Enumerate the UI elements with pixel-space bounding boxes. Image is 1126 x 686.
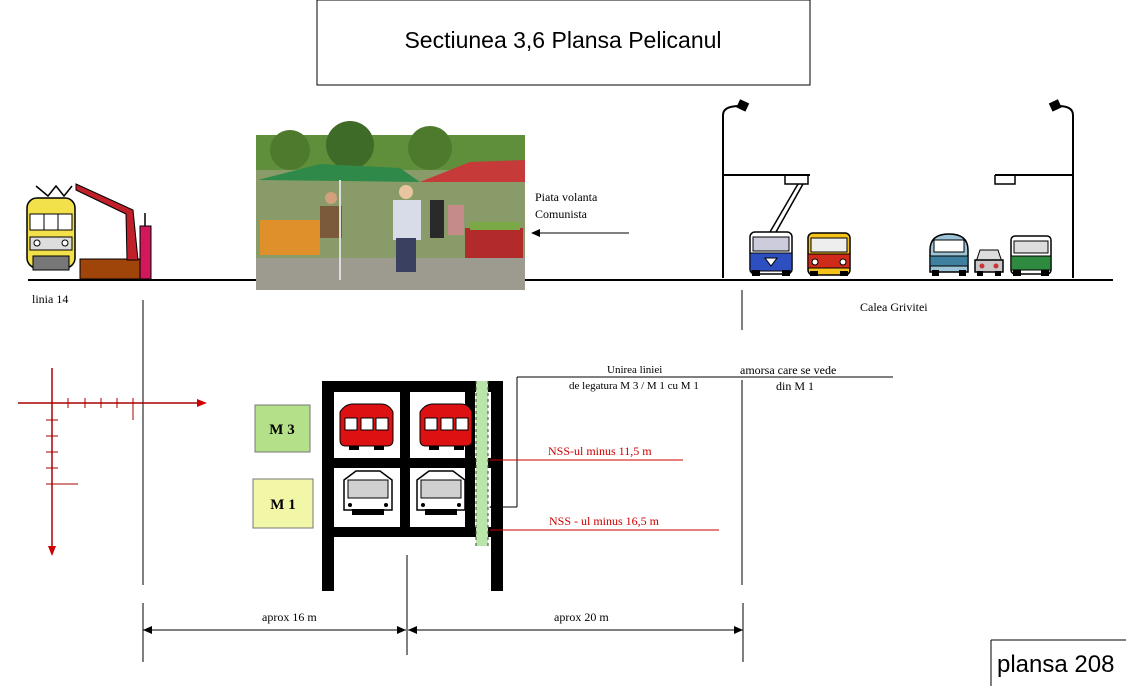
m3-label: M 3 [269,422,294,438]
amorsa-label-1: amorsa care se vede [740,363,836,377]
metro-train-icon [339,403,394,450]
linia-label: linia 14 [32,292,68,306]
unirea-label-1: Unirea liniei [607,364,662,376]
trolleybus-icon [749,183,804,276]
crane-icon [75,183,152,280]
page-title: Sectiunea 3,6 Plansa Pelicanul [404,27,721,53]
piata-label-2: Comunista [535,207,588,221]
m3-box [254,404,311,453]
m1-box [252,478,314,529]
nss2-label: NSS - ul minus 16,5 m [549,514,660,528]
van-icon [929,233,969,276]
dim-left-label: aprox 16 m [262,610,317,624]
metro-train-icon [419,403,473,450]
tram-icon [26,184,76,271]
axis-cross [18,368,207,556]
unirea-label-2: de legatura M 3 / M 1 cu M 1 [569,380,699,392]
piata-label-1: Piata volanta [535,190,598,204]
plate-number: plansa 208 [997,651,1114,678]
metro-train-icon [343,470,393,515]
m1-label: M 1 [270,497,295,513]
metro-structure [322,381,503,591]
car-icon [974,249,1004,276]
street-lamp-icon [994,99,1074,278]
metro-train-icon [416,470,466,515]
bus-icon [807,232,851,276]
truck-icon [1010,235,1052,276]
dimension-right [408,626,743,634]
calea-label: Calea Grivitei [860,300,928,314]
title-box [316,0,811,86]
nss1-label: NSS-ul minus 11,5 m [548,444,652,458]
amorsa-label-2: din M 1 [776,379,814,393]
dim-right-label: aprox 20 m [554,610,609,624]
dimension-left [143,626,406,634]
street-lamp-icon [722,99,810,278]
market-photo [256,121,525,290]
connector-shaft [475,381,489,546]
